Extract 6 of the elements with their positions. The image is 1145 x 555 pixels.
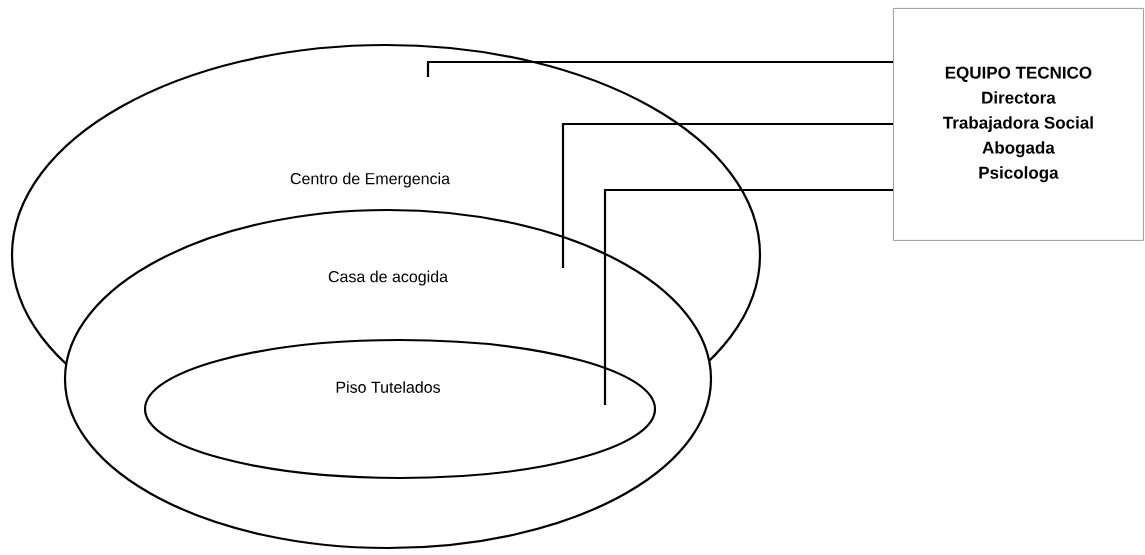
leader-line xyxy=(561,122,893,268)
leader-line xyxy=(426,60,893,77)
ellipse-region: Piso Tutelados xyxy=(143,338,657,480)
staff-box: EQUIPO TECNICO Directora Trabajadora Social Abogada Psicologa xyxy=(893,8,1144,241)
leader-line xyxy=(603,188,893,405)
node-label: Casa de acogida xyxy=(328,270,449,286)
